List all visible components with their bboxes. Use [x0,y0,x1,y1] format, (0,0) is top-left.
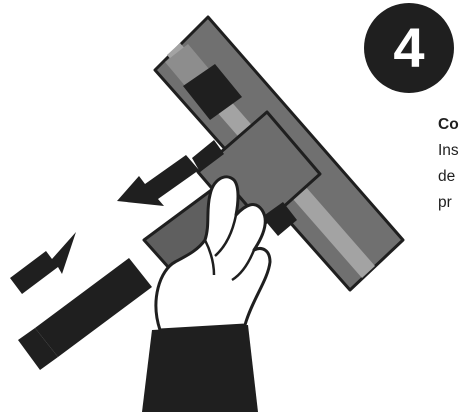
hand-icon [142,175,272,412]
step-number: 4 [393,16,425,79]
instruction-caption: Co Ins de pr [438,112,466,216]
caption-line-2: de [438,168,456,185]
caption-line-1: Ins [438,142,459,159]
insert-rod [18,258,152,370]
step-number-badge: 4 [364,3,454,93]
caption-line-3: pr [438,194,452,211]
arrow-right-icon [10,232,76,294]
caption-title: Co [438,116,459,133]
arrow-left-icon [117,155,199,206]
